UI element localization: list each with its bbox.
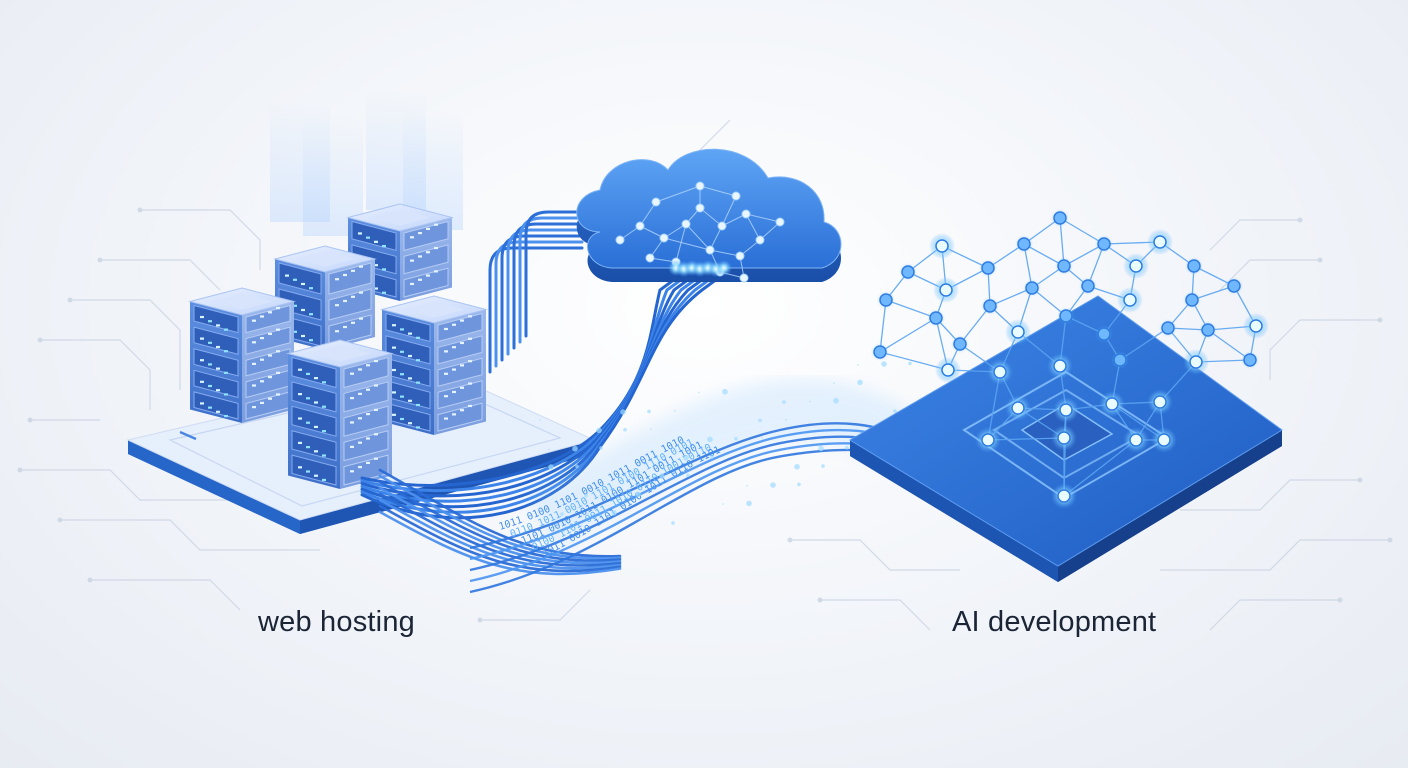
neural-network-graph	[871, 209, 1269, 509]
cloud-network-icon	[576, 148, 842, 283]
background-circuit-traces	[17, 119, 1393, 631]
web-hosting-label: web hosting	[258, 606, 415, 638]
ai-development-label: AI development	[952, 606, 1157, 638]
server-to-cloud-cables	[360, 210, 734, 576]
cloud-network-graph	[615, 181, 785, 283]
server-rack-icon	[188, 90, 488, 490]
